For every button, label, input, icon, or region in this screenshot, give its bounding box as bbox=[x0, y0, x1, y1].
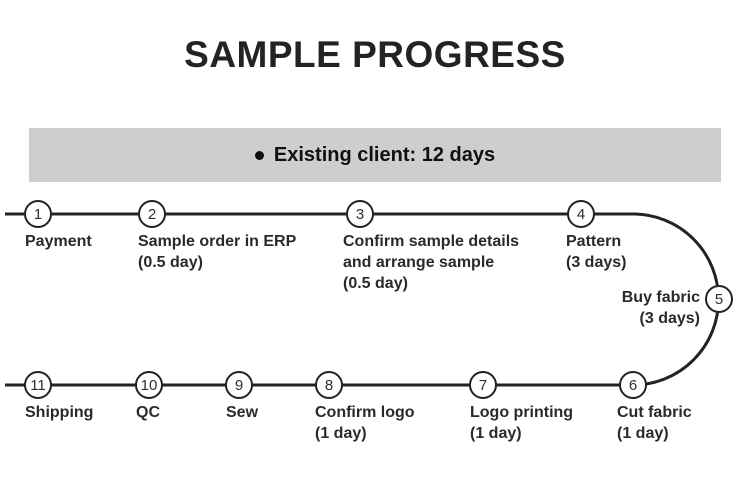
step-node-6: 6 bbox=[619, 371, 647, 399]
step-number: 9 bbox=[234, 376, 244, 394]
step-label-line: Sample order in ERP bbox=[138, 233, 297, 250]
step-label-line: (0.5 day) bbox=[138, 254, 203, 271]
step-number: 1 bbox=[33, 205, 43, 223]
step-label-line: Shipping bbox=[25, 404, 94, 421]
step-label-qc: QC bbox=[136, 402, 160, 423]
step-node-11: 11 bbox=[24, 371, 52, 399]
step-label-line: Pattern bbox=[566, 233, 622, 250]
step-label-sew: Sew bbox=[226, 402, 258, 423]
step-label-line: Buy fabric bbox=[621, 289, 700, 306]
step-label-sample-order: Sample order in ERP (0.5 day) bbox=[138, 231, 296, 273]
step-node-8: 8 bbox=[315, 371, 343, 399]
client-banner-label: Existing client: 12 days bbox=[273, 143, 496, 166]
step-node-2: 2 bbox=[138, 200, 166, 228]
step-label-buy-fabric: Buy fabric (3 days) bbox=[622, 287, 700, 329]
step-label-confirm-details: Confirm sample details and arrange sampl… bbox=[343, 231, 519, 294]
step-node-4: 4 bbox=[567, 200, 595, 228]
step-number: 8 bbox=[324, 376, 334, 394]
bullet-icon bbox=[254, 150, 264, 160]
step-label-payment: Payment bbox=[25, 231, 92, 252]
step-node-10: 10 bbox=[135, 371, 163, 399]
step-label-line: and arrange sample bbox=[343, 254, 495, 271]
step-label-line: Confirm sample details bbox=[343, 233, 520, 250]
step-number: 11 bbox=[30, 376, 46, 394]
step-label-line: Payment bbox=[25, 233, 92, 250]
step-label-line: (3 days) bbox=[566, 254, 627, 271]
step-label-logo-printing: Logo printing (1 day) bbox=[470, 402, 573, 444]
step-label-line: (1 day) bbox=[617, 425, 669, 442]
step-number: 2 bbox=[147, 205, 157, 223]
step-label-line: (0.5 day) bbox=[343, 275, 408, 292]
page-title: SAMPLE PROGRESS bbox=[184, 34, 566, 75]
step-label-line: Sew bbox=[226, 404, 259, 421]
step-number: 6 bbox=[628, 376, 638, 394]
step-label-pattern: Pattern (3 days) bbox=[566, 231, 626, 273]
step-number: 4 bbox=[576, 205, 586, 223]
step-label-cut-fabric: Cut fabric (1 day) bbox=[617, 402, 692, 444]
step-node-1: 1 bbox=[24, 200, 52, 228]
step-label-line: QC bbox=[136, 404, 160, 421]
step-number: 5 bbox=[714, 290, 724, 308]
step-number: 7 bbox=[478, 376, 488, 394]
step-label-confirm-logo: Confirm logo (1 day) bbox=[315, 402, 415, 444]
step-node-5: 5 bbox=[705, 285, 733, 313]
step-node-7: 7 bbox=[469, 371, 497, 399]
step-label-line: (3 days) bbox=[639, 310, 700, 327]
step-label-line: Logo printing bbox=[470, 404, 574, 421]
step-node-3: 3 bbox=[346, 200, 374, 228]
step-node-9: 9 bbox=[225, 371, 253, 399]
step-label-line: (1 day) bbox=[315, 425, 367, 442]
step-label-line: Cut fabric bbox=[617, 404, 692, 421]
step-label-line: (1 day) bbox=[470, 425, 522, 442]
step-label-shipping: Shipping bbox=[25, 402, 93, 423]
step-number: 3 bbox=[355, 205, 365, 223]
step-number: 10 bbox=[140, 376, 158, 394]
client-banner: Existing client: 12 days bbox=[29, 128, 721, 182]
step-label-line: Confirm logo bbox=[315, 404, 415, 421]
